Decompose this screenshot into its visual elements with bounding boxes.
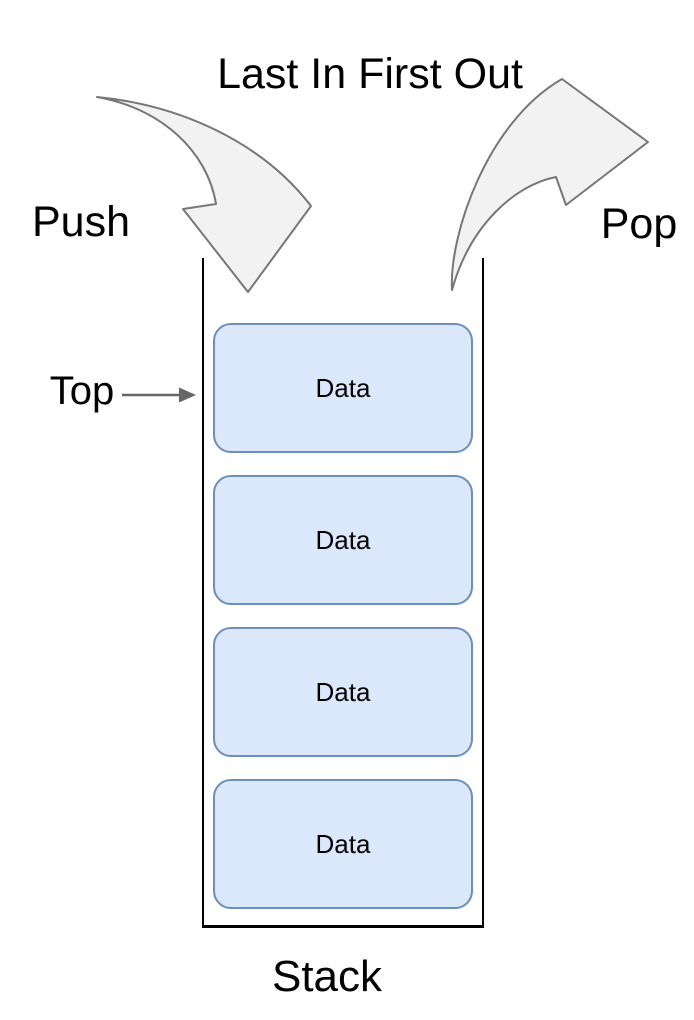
pop-label: Pop [600,200,678,248]
push-label: Push [31,198,131,246]
data-box: Data [213,779,473,909]
data-box: Data [213,323,473,453]
data-box: Data [213,627,473,757]
pop-curved-arrow-up-right-icon [450,78,649,291]
data-box-label: Data [315,676,371,707]
top-pointer-arrow-icon [122,387,196,403]
diagram-title: Last In First Out [217,50,523,98]
top-label: Top [49,369,115,413]
data-box-label: Data [315,372,371,403]
data-box-label: Data [315,828,371,859]
data-box: Data [213,475,473,605]
data-box-label: Data [315,524,371,555]
stack-container [202,258,484,928]
push-curved-arrow-down-icon [96,96,312,293]
stack-label: Stack [271,952,383,1001]
